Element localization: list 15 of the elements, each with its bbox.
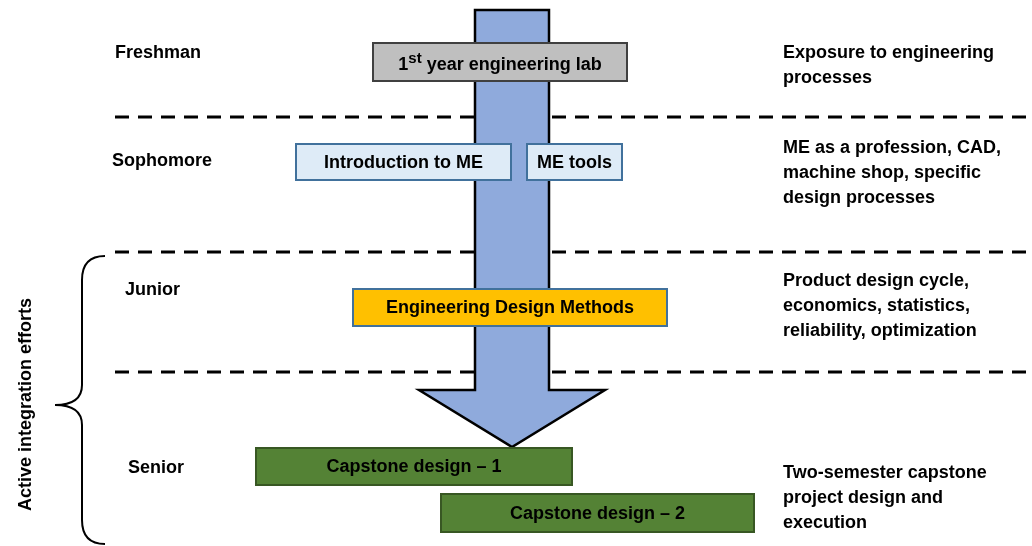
course-box: Capstone design – 2: [440, 493, 755, 533]
course-box: Capstone design – 1: [255, 447, 573, 486]
description-text: Exposure to engineering processes: [783, 41, 996, 89]
course-box: Introduction to ME: [295, 143, 512, 181]
description-text: Product design cycle, economics, statistics, reliability, optimization: [783, 269, 978, 342]
brace-label: Active integration efforts: [13, 297, 36, 513]
description-text: Two-semester capstone project design and execution: [783, 461, 988, 534]
course-box: Engineering Design Methods: [352, 288, 668, 327]
year-label: Freshman: [115, 41, 203, 64]
course-box: ME tools: [526, 143, 623, 181]
year-label: Junior: [125, 278, 181, 301]
year-label: Senior: [128, 456, 185, 479]
year-label: Sophomore: [112, 149, 213, 172]
course-box: 1$^{st}$ year engineering lab: [372, 42, 628, 82]
description-text: ME as a profession, CAD, machine shop, specific design processes: [783, 136, 1003, 209]
